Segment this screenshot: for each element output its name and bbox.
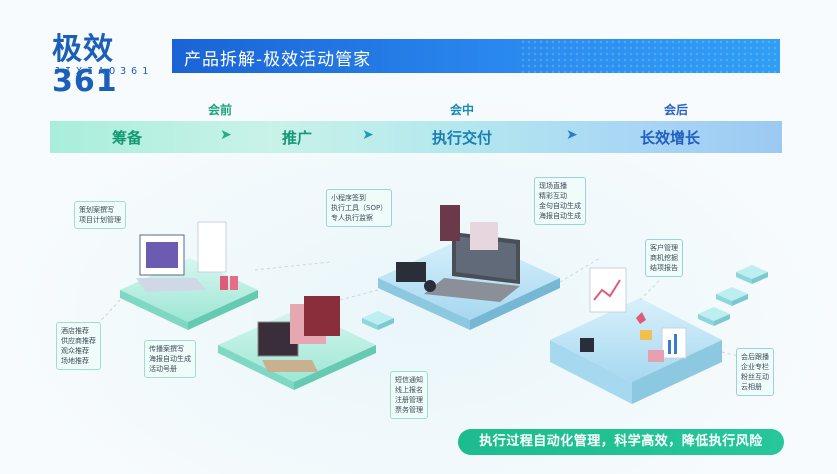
phase-during: 会中 <box>450 103 475 117</box>
note-promo: 传播案撰写 海报自动生成 活动号册 <box>144 340 196 378</box>
chevron-right-icon: ➤ <box>566 127 578 143</box>
chevron-right-icon: ➤ <box>220 127 232 143</box>
platform-plan <box>120 221 258 330</box>
platform-execute <box>378 205 560 330</box>
note-line: 精彩互动 <box>539 192 567 200</box>
connector-lines <box>95 257 739 357</box>
note-line: 票务管理 <box>395 406 423 414</box>
note-line: 活动号册 <box>149 365 177 373</box>
phase-after: 会后 <box>664 103 689 117</box>
note-line: 场地推荐 <box>61 357 89 365</box>
note-line: 短信通知 <box>395 376 423 384</box>
note-line: 海报自动生成 <box>539 212 581 220</box>
note-line: 执行工具（SOP） <box>331 204 388 212</box>
note-line: 结项报告 <box>650 264 678 272</box>
note-line: 酒店推荐 <box>61 327 89 335</box>
note-supply: 酒店推荐 供应商推荐 观众推荐 场地推荐 <box>56 322 101 370</box>
platform-promote <box>218 296 376 390</box>
page-title: 产品拆解-极效活动管家 <box>184 50 372 70</box>
note-line: 会后跟播 <box>741 353 769 361</box>
title-bar-dot-pattern <box>520 39 780 73</box>
note-line: 企业专栏 <box>741 363 769 371</box>
note-crm: 客户管理 商机挖掘 结项报告 <box>645 239 683 277</box>
note-signup: 短信通知 线上报名 注册管理 票务管理 <box>390 371 428 419</box>
note-line: 现场直播 <box>539 182 567 190</box>
note-line: 线上报名 <box>395 386 423 394</box>
note-line: 项目计划管理 <box>79 216 121 224</box>
note-plan: 策划案撰写 项目计划管理 <box>74 201 126 229</box>
note-live: 现场直播 精彩互动 金句自动生成 海报自动生成 <box>534 177 586 225</box>
note-execution: 小程序签到 执行工具（SOP） 专人执行监察 <box>326 189 393 227</box>
note-line: 观众推荐 <box>61 347 89 355</box>
note-growth: 会后跟播 企业专栏 粉丝互动 云相册 <box>736 348 774 396</box>
floating-tiles <box>362 265 768 330</box>
note-line: 小程序签到 <box>331 194 366 202</box>
platform-growth <box>550 267 722 404</box>
note-line: 传播案撰写 <box>149 345 184 353</box>
phase-before: 会前 <box>208 103 233 117</box>
stage-prepare: 筹备 <box>112 129 143 147</box>
note-line: 注册管理 <box>395 396 423 404</box>
note-line: 云相册 <box>741 383 762 391</box>
stage-bar <box>50 121 782 153</box>
stage-execute: 执行交付 <box>432 129 493 147</box>
note-line: 海报自动生成 <box>149 355 191 363</box>
note-line: 策划案撰写 <box>79 206 114 214</box>
note-line: 商机挖掘 <box>650 254 678 262</box>
note-line: 金句自动生成 <box>539 202 581 210</box>
note-line: 客户管理 <box>650 244 678 252</box>
stage-promote: 推广 <box>282 129 313 147</box>
note-line: 专人执行监察 <box>331 214 373 222</box>
note-line: 粉丝互动 <box>741 373 769 381</box>
title-bar: 产品拆解-极效活动管家 <box>172 39 780 73</box>
logo-sub-text: JIXIAO361 <box>54 66 154 77</box>
slogan-pill: 执行过程自动化管理，科学高效，降低执行风险 <box>458 429 784 455</box>
logo: 极效361 JIXIAO361 <box>52 34 170 98</box>
logo-main-text: 极效361 <box>52 32 118 99</box>
note-line: 供应商推荐 <box>61 337 96 345</box>
chevron-right-icon: ➤ <box>362 127 374 143</box>
stage-growth: 长效增长 <box>640 129 701 147</box>
